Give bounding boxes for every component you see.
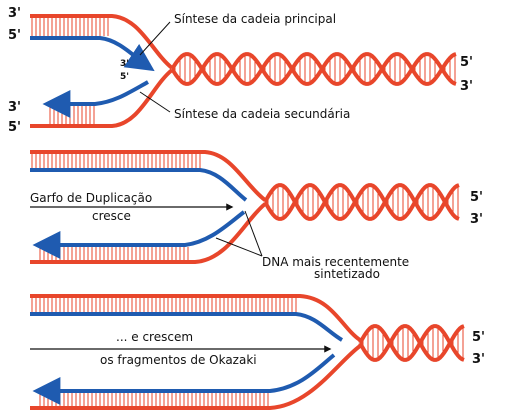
- panel-3-leading-new-strand: [30, 312, 344, 342]
- panel-1: Síntese da cadeia principal Síntese da c…: [8, 6, 473, 135]
- panel-1-helix-strand-b: [170, 52, 457, 86]
- panel-3-right-5-label: 5': [472, 330, 485, 345]
- panel-1-leading-pointer: [139, 21, 171, 56]
- panel-1-bottom-left-3-label: 3': [8, 100, 21, 115]
- panel-3-top-parent-strand: [30, 294, 362, 342]
- panel-1-lagging-new-strand: [42, 80, 149, 118]
- panel-2-bottom-parent-strand: [30, 202, 267, 264]
- panel-2-fork-label-line-1: Garfo de Duplicação: [30, 191, 152, 205]
- panel-1-top-left-3-label: 3': [8, 6, 21, 21]
- panel-2-fork-label-line-2: cresce: [92, 209, 131, 223]
- panel-1-bottom-left-5-label: 5': [8, 120, 21, 135]
- panel-3-lagging-new-strand: [32, 353, 336, 405]
- panel-2-new-dna-pointer-1: [244, 210, 263, 257]
- panel-3-right-3-label: 3': [472, 352, 485, 367]
- panel-2-lagging-new-strand: [32, 210, 246, 259]
- panel-1-inner-3-label: 3': [120, 59, 129, 69]
- panel-3-helix-strand-b: [358, 324, 465, 362]
- panel-2-right-3-label: 3': [470, 212, 483, 227]
- panel-2-new-dna-label-line-2: sintetizado: [314, 267, 380, 281]
- panel-3: ... e crescem os fragmentos de Okazaki 5…: [30, 294, 485, 410]
- panel-2-helix-strand-b: [263, 183, 460, 221]
- panel-1-leading-label: Síntese da cadeia principal: [174, 12, 336, 26]
- panel-2-new-dna-label-line-1: DNA mais recentemente: [262, 255, 409, 269]
- panel-3-bottom-parent-strand: [30, 344, 362, 410]
- panel-1-top-parent-strand: [30, 14, 174, 70]
- panel-1-bottom-parent-strand: [30, 68, 174, 128]
- panel-1-lagging-pointer: [139, 91, 171, 113]
- panel-3-base-pairs: [31, 298, 297, 406]
- panel-2-leading-new-strand: [30, 168, 248, 202]
- panel-3-growth-label-line-1: ... e crescem: [116, 330, 193, 344]
- panel-1-base-pairs: [31, 18, 109, 124]
- panel-2: Garfo de Duplicação cresce DNA mais rece…: [30, 150, 483, 281]
- panel-1-top-left-5-label: 5': [8, 28, 21, 43]
- panel-2-top-parent-strand: [30, 150, 267, 202]
- panel-3-helix-strand-a: [358, 324, 465, 362]
- panel-1-inner-5-label: 5': [120, 72, 129, 82]
- panel-2-right-5-label: 5': [470, 190, 483, 205]
- panel-1-helix-strand-a: [170, 52, 457, 86]
- panel-1-right-5-label: 5': [460, 55, 473, 70]
- panel-1-leading-new-strand: [30, 36, 155, 72]
- panel-1-lagging-label: Síntese da cadeia secundária: [174, 107, 350, 121]
- panel-2-new-dna-pointer-2: [215, 237, 263, 257]
- panel-1-right-3-label: 3': [460, 79, 473, 94]
- panel-2-helix-strand-a: [263, 183, 460, 221]
- panel-3-growth-label-line-2: os fragmentos de Okazaki: [100, 353, 257, 367]
